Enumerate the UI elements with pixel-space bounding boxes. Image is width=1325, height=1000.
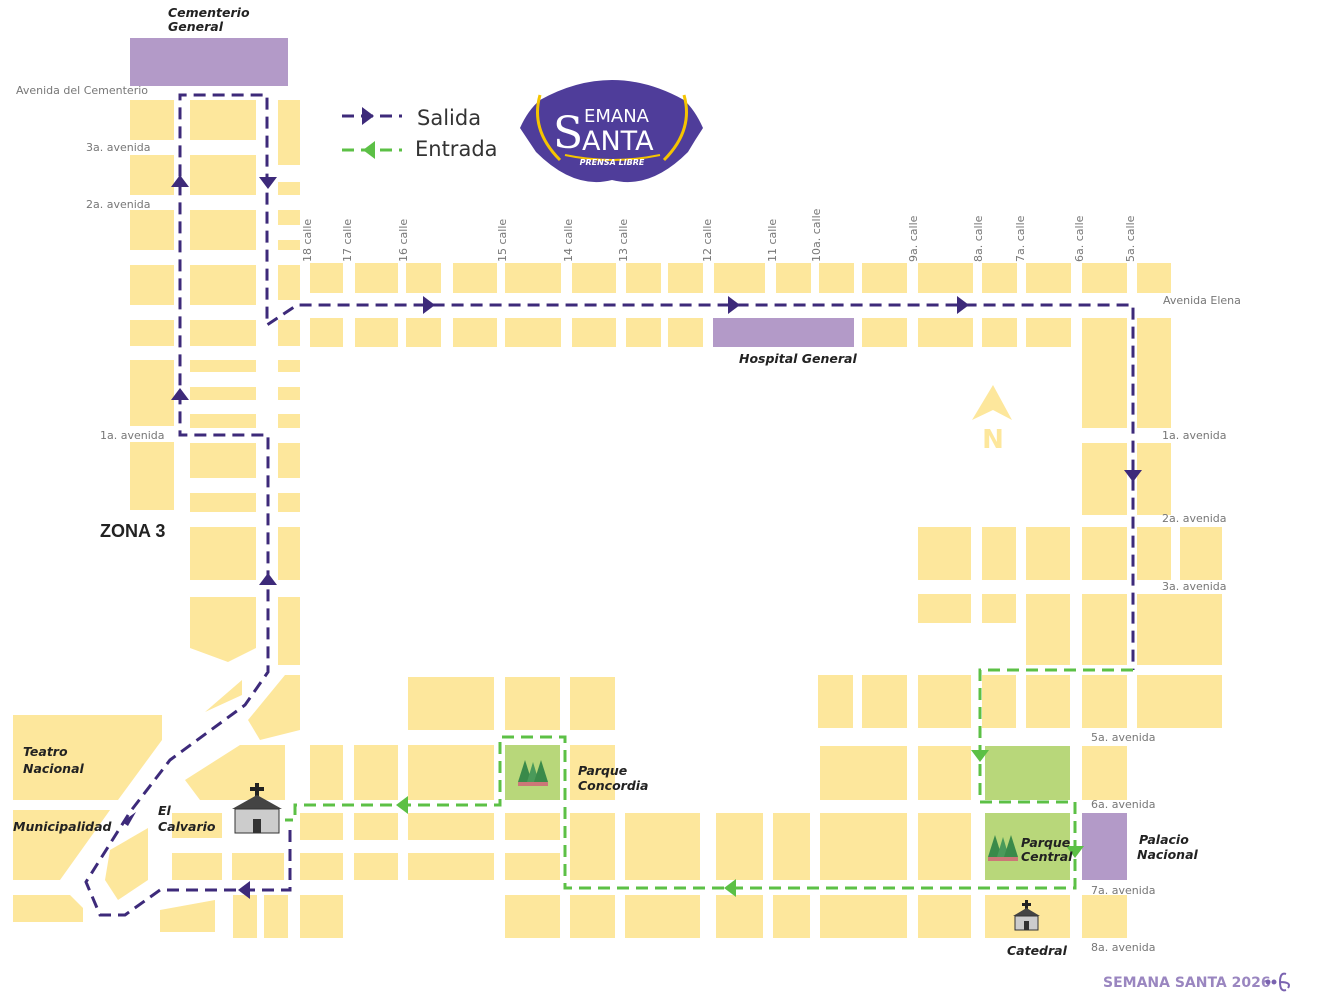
ornament-icon [1265, 972, 1290, 992]
svg-text:5a. calle: 5a. calle [1124, 215, 1137, 262]
svg-text:Avenida Elena: Avenida Elena [1163, 294, 1241, 307]
svg-text:2a. avenida: 2a. avenida [86, 198, 151, 211]
svg-text:16 calle: 16 calle [397, 219, 410, 262]
svg-text:2a. avenida: 2a. avenida [1162, 512, 1227, 525]
entrada-route [285, 668, 1133, 890]
svg-text:Municipalidad: Municipalidad [13, 819, 113, 834]
svg-text:Teatro: Teatro [23, 744, 68, 759]
svg-text:S: S [553, 108, 583, 159]
place-labels: Cementerio General Hospital General ZONA… [13, 5, 1199, 958]
svg-text:EMANA: EMANA [584, 106, 650, 127]
footer-title: SEMANA SANTA 2026 [1103, 975, 1271, 991]
svg-text:1a. avenida: 1a. avenida [1162, 429, 1227, 442]
legend-salida: Salida [417, 106, 481, 130]
city-blocks [13, 38, 1222, 938]
cementerio-block [130, 38, 288, 86]
svg-text:13 calle: 13 calle [617, 219, 630, 262]
palacio-block [1082, 813, 1127, 880]
svg-text:11 calle: 11 calle [766, 219, 779, 262]
svg-text:Parque: Parque [578, 763, 627, 778]
trees-icon [518, 760, 548, 786]
svg-text:Calvario: Calvario [158, 819, 216, 834]
street-labels: Avenida del Cementerio 3a. avenida 2a. a… [16, 84, 1241, 954]
svg-text:3a. avenida: 3a. avenida [86, 141, 151, 154]
svg-text:Avenida del Cementerio: Avenida del Cementerio [16, 84, 148, 97]
semana-santa-logo: S EMANA ANTA PRENSA LIBRE [520, 80, 703, 183]
svg-text:7a. calle: 7a. calle [1014, 215, 1027, 262]
svg-text:6a. calle: 6a. calle [1073, 215, 1086, 262]
trees-icon [988, 835, 1018, 861]
svg-text:18 calle: 18 calle [301, 219, 314, 262]
north-arrow-icon: N [972, 385, 1012, 455]
church-icon [232, 783, 282, 834]
svg-text:Palacio: Palacio [1139, 832, 1189, 847]
hospital-block [713, 318, 854, 347]
svg-text:Parque: Parque [1021, 835, 1070, 850]
parque-central-block [985, 813, 1070, 880]
svg-text:Cementerio: Cementerio [168, 5, 250, 20]
svg-text:14 calle: 14 calle [562, 219, 575, 262]
svg-text:PRENSA LIBRE: PRENSA LIBRE [580, 158, 645, 167]
svg-text:9a. calle: 9a. calle [907, 215, 920, 262]
svg-text:Hospital General: Hospital General [739, 351, 857, 366]
svg-text:ANTA: ANTA [582, 126, 654, 157]
svg-text:General: General [168, 19, 224, 34]
svg-text:10a. calle: 10a. calle [810, 208, 823, 262]
svg-text:6a. avenida: 6a. avenida [1091, 798, 1156, 811]
svg-text:5a. avenida: 5a. avenida [1091, 731, 1156, 744]
legend: Salida Entrada [342, 106, 498, 161]
svg-text:El: El [158, 803, 172, 818]
svg-text:Concordia: Concordia [578, 778, 649, 793]
svg-text:15 calle: 15 calle [496, 219, 509, 262]
svg-text:Nacional: Nacional [23, 761, 85, 776]
svg-text:17 calle: 17 calle [341, 219, 354, 262]
cathedral-icon [1013, 900, 1040, 931]
svg-text:N: N [982, 425, 1004, 455]
svg-text:8a. avenida: 8a. avenida [1091, 941, 1156, 954]
svg-text:7a. avenida: 7a. avenida [1091, 884, 1156, 897]
svg-text:Nacional: Nacional [1137, 847, 1199, 862]
svg-text:8a. calle: 8a. calle [972, 215, 985, 262]
salida-route [84, 93, 1135, 917]
svg-text:ZONA 3: ZONA 3 [100, 521, 165, 541]
entrada-arrows [396, 750, 1084, 897]
svg-text:1a. avenida: 1a. avenida [100, 429, 165, 442]
legend-entrada: Entrada [415, 137, 498, 161]
svg-text:12 calle: 12 calle [701, 219, 714, 262]
svg-text:Central: Central [1021, 849, 1073, 864]
svg-text:Catedral: Catedral [1007, 943, 1068, 958]
svg-text:3a. avenida: 3a. avenida [1162, 580, 1227, 593]
salida-arrows [122, 175, 1142, 899]
